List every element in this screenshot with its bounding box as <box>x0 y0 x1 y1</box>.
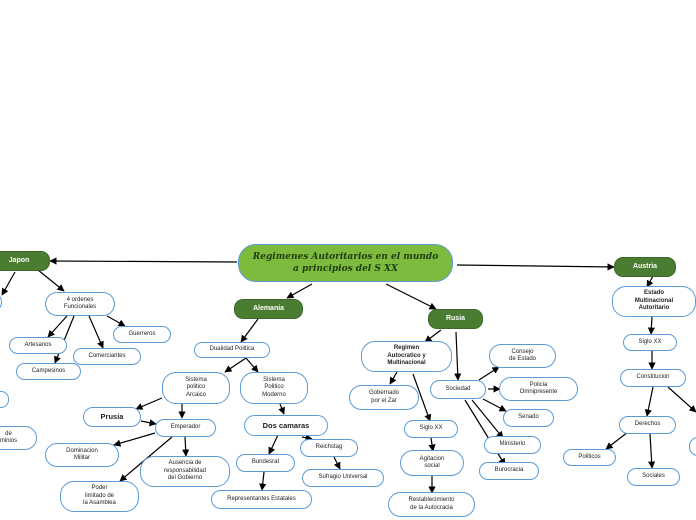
node-dominacion-militar[interactable]: Dominacion Militar <box>45 443 119 467</box>
node-dualidad-politica[interactable]: Dualidad Politica <box>194 342 270 358</box>
node-sufragio-universal[interactable]: Sufragio Universal <box>302 469 384 487</box>
node-gobernado-por-el-zar[interactable]: Gobernado por el Zar <box>349 385 419 410</box>
node-dos-camaras[interactable]: Dos camaras <box>244 415 328 436</box>
node-constitucion[interactable]: Constitucion <box>620 369 686 387</box>
node-emperador[interactable]: Emperador <box>155 419 216 437</box>
node-bundesrat[interactable]: Bundesrat <box>236 454 295 472</box>
central-title[interactable]: Regimenes Autoritarios en el mundo a pri… <box>238 244 453 282</box>
node-ausencia-responsabilidad[interactable]: Ausencia de responsabilidad del Gobierno <box>140 456 230 487</box>
node-ministerio[interactable]: Ministerio <box>484 436 541 454</box>
country-rusia[interactable]: Rusia <box>428 309 483 329</box>
node-policia-omnipresente[interactable]: Policia Omnipresente <box>499 377 578 401</box>
node-representantes-estatales[interactable]: Representantes Estatales <box>211 490 312 509</box>
country-austria[interactable]: Austria <box>614 257 676 277</box>
node-comerciantes[interactable]: Comerciantes <box>73 348 141 365</box>
node-derechos[interactable]: Derechos <box>619 416 676 434</box>
node-sociales[interactable]: Sociales <box>627 468 680 486</box>
node-siglo-xx-rusia[interactable]: Siglo XX <box>404 420 458 438</box>
node-reichstag[interactable]: Reichstag <box>300 439 358 457</box>
node-sistema-politico-arcaico[interactable]: Sistema politico Arcaico <box>162 372 230 404</box>
node-restablecimiento-autocracia[interactable]: Restablecimiento de la Autocracia <box>388 492 475 517</box>
node-burocracia[interactable]: Burocracia <box>479 462 539 480</box>
country-alemania[interactable]: Alemania <box>234 299 303 319</box>
node-sociedad[interactable]: Sociedad <box>430 380 486 399</box>
node-regimen-autocratico[interactable]: Regimen Autocratico y Multinacional <box>361 341 452 372</box>
node-politicos[interactable]: Politicos <box>563 449 616 466</box>
node-campesinos[interactable]: Campesinos <box>16 363 81 380</box>
node-estado-multinacional[interactable]: Estado Multinacional Autoritario <box>612 286 696 317</box>
node-siglo-xx-austria[interactable]: Siglo XX <box>623 334 677 351</box>
node-dominios[interactable]: de minios <box>0 426 37 450</box>
node-prusia[interactable]: Prusia <box>83 407 141 427</box>
node-guerreros[interactable]: Guerreros <box>113 326 171 343</box>
node-artesanos[interactable]: Artesanos <box>9 337 67 354</box>
node-poder-limitado-asamblea[interactable]: Poder limitado de la Asamblea <box>60 481 139 512</box>
node-sistema-politico-moderno[interactable]: Sistema Politico Moderno <box>240 372 308 404</box>
country-japon[interactable]: Japon <box>0 251 50 271</box>
node-consejo-de-estado[interactable]: Consejo de Estado <box>489 344 556 368</box>
node-senado[interactable]: Senado <box>503 409 554 427</box>
node-agitacion-social[interactable]: Agitacion social <box>400 450 464 476</box>
node-4-ordenes-funcionales[interactable]: 4 ordenes Funcionales <box>45 292 115 316</box>
